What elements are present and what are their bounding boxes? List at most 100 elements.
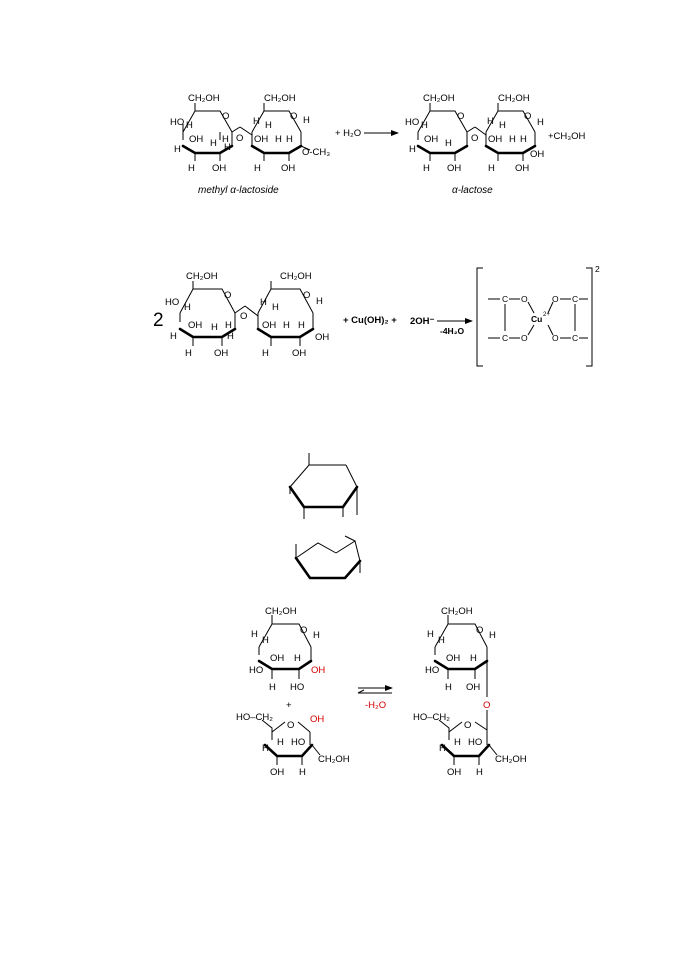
fructofuranose-molecule: HO–CH₂ O OH H H HO OH H CH₂OH <box>236 712 350 778</box>
reaction-2: 2 CH₂OH HO H OH O H H H H OH H O <box>153 264 600 367</box>
ch2oh-label: CH₂OH <box>498 93 530 104</box>
methanol-product: +CH₃OH <box>548 131 586 142</box>
h-label: H <box>438 635 445 646</box>
h-label: H <box>265 120 272 131</box>
oxygen-label: O <box>552 294 559 304</box>
h-label: H <box>184 302 191 313</box>
h-label: H <box>423 163 430 174</box>
oh-label: OH <box>214 348 228 359</box>
ch2oh-label: CH₂OH <box>265 606 297 617</box>
reaction-1: CH₂OH HO H OH O H H H H OH H O CH₂OH H H <box>170 93 586 196</box>
ho-ch2-label: HO–CH₂ <box>236 712 273 723</box>
ho-ch2-label: HO–CH₂ <box>413 712 450 723</box>
h-label: H <box>454 737 461 748</box>
h-label: H <box>210 138 217 149</box>
glycosidic-o-label: O <box>236 133 243 144</box>
oh-label: OH <box>188 320 202 331</box>
h-label: H <box>520 134 527 145</box>
hydroxide-reagent: 2OH⁻ <box>410 316 435 327</box>
oh-label: OH <box>262 320 276 331</box>
methyl-lactoside-molecule: CH₂OH HO H OH O H H H H OH H O CH₂OH H H <box>170 93 330 174</box>
h-label: H <box>316 296 323 307</box>
ch2oh-label: CH₂OH <box>441 606 473 617</box>
reacting-oh-label: OH <box>310 714 324 725</box>
oh-label: OH <box>254 134 268 145</box>
ch2oh-label: CH₂OH <box>186 271 218 282</box>
ch2oh-label: CH₂OH <box>495 754 527 765</box>
carbon-label: C <box>572 333 578 343</box>
oh-label: OH <box>447 767 461 778</box>
ring-o-label: O <box>476 625 483 636</box>
h-label: H <box>303 115 310 126</box>
oh-label: OH <box>189 134 203 145</box>
h-label: H <box>253 116 260 127</box>
h-label: H <box>262 743 269 754</box>
h-label: H <box>298 320 305 331</box>
h-label: H <box>488 163 495 174</box>
oh-label: OH <box>488 134 502 145</box>
ch2oh-label: CH₂OH <box>280 271 312 282</box>
ring-o-label: O <box>222 111 229 122</box>
ring-o-label: O <box>290 111 297 122</box>
h-label: H <box>269 682 276 693</box>
ring-o-label: O <box>457 111 464 122</box>
h-label: H <box>227 331 234 342</box>
reactant-caption: methyl α-lactoside <box>198 185 279 196</box>
oh-label: OH <box>530 149 544 160</box>
h-label: H <box>170 331 177 342</box>
oh-label: OH <box>270 653 284 664</box>
oxygen-label: O <box>521 294 528 304</box>
oh-label: OH <box>315 332 329 343</box>
ho-label: HO <box>165 297 179 308</box>
h-label: H <box>286 134 293 145</box>
glycosidic-o-label: O <box>240 311 247 322</box>
ring-o-label: O <box>287 720 294 731</box>
glucopyranose-molecule: CH₂OH H H O H OH H HO OH H HO <box>249 606 325 693</box>
h-label: H <box>487 116 494 127</box>
h-label: H <box>260 297 267 308</box>
h-label: H <box>188 163 195 174</box>
carbon-label: C <box>502 333 508 343</box>
lactose-molecule: CH₂OH HO H OH O H H H OH O CH₂OH H H O H… <box>405 93 544 174</box>
h-label: H <box>277 737 284 748</box>
reaction-3: CH₂OH H H O H OH H HO OH H HO + HO–CH₂ O… <box>236 606 527 778</box>
sucrose-molecule: CH₂OH H H O H OH H HO H OH O HO–CH₂ O H … <box>413 606 527 778</box>
h-label: H <box>262 348 269 359</box>
h-label: H <box>186 120 193 131</box>
ring-o-label: O <box>464 720 471 731</box>
plus-sign: + <box>286 700 292 711</box>
oh-label: OH <box>466 682 480 693</box>
glycosidic-o-label: O <box>471 133 478 144</box>
copper-charge: 2+ <box>543 312 550 318</box>
ho-label: HO <box>290 682 304 693</box>
ring-o-label: O <box>524 111 531 122</box>
ho-label: HO <box>291 737 305 748</box>
ho-label: HO <box>170 117 184 128</box>
product-caption: α-lactose <box>452 185 493 196</box>
h-label: H <box>313 630 320 641</box>
h-label: H <box>537 117 544 128</box>
complex-charge: 2 <box>595 264 600 274</box>
och3-label: O-CH₃ <box>302 147 330 158</box>
h-label: H <box>489 630 496 641</box>
ch2oh-label: CH₂OH <box>264 93 296 104</box>
oh-label: OH <box>281 163 295 174</box>
h-label: H <box>439 743 446 754</box>
ring-o-label: O <box>300 625 307 636</box>
h-label: H <box>421 120 428 131</box>
copper-label: Cu <box>531 314 542 324</box>
h-label: H <box>409 144 416 155</box>
water-reagent: + H₂O <box>335 128 361 139</box>
h-label: H <box>254 163 261 174</box>
ch2oh-label: CH₂OH <box>423 93 455 104</box>
lactose-molecule: CH₂OH HO H OH O H H H H OH H O CH₂OH H H… <box>165 271 329 359</box>
h-label: H <box>225 320 232 331</box>
h-label: H <box>427 629 434 640</box>
h-label: H <box>499 120 506 131</box>
oh-label: OH <box>270 767 284 778</box>
h-label: H <box>222 134 229 145</box>
h-label: H <box>283 320 290 331</box>
envelope-conformation <box>294 535 362 580</box>
h-label: H <box>509 134 516 145</box>
